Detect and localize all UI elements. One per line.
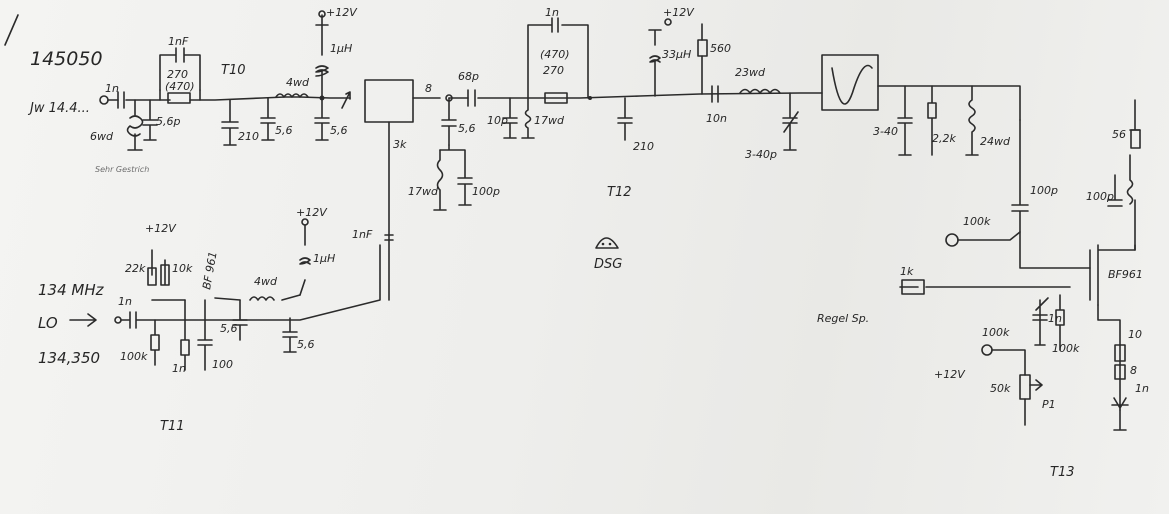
- r-100k-d-value: 100k: [1052, 342, 1080, 355]
- lo-arrow: [69, 313, 97, 327]
- r-100k-b-value: 100k: [120, 350, 148, 363]
- freq-top-label: 145050: [30, 48, 103, 70]
- regel-label: Regel Sp.: [817, 312, 869, 325]
- c-56-c-value: 5,6: [458, 122, 476, 135]
- c-56-e-value: 5,6: [297, 338, 315, 351]
- r-100k-c-value: 100k: [982, 326, 1010, 339]
- c-10-value: 10: [1128, 328, 1142, 341]
- c-3-40-b-value: 3-40: [873, 125, 898, 138]
- c-56-a-value: 5,6: [275, 124, 293, 137]
- r-1k-value: 1k: [900, 265, 914, 278]
- dsg-symbol: [595, 237, 619, 249]
- r-56-value: 56: [1112, 128, 1126, 141]
- choke-33uh-value: 33µH: [662, 48, 691, 61]
- c-210-b-value: 210: [633, 140, 654, 153]
- c-100p-b-value: 100p: [1030, 184, 1058, 197]
- r-270-b-value: 270: [543, 64, 564, 77]
- c-1nf-mid-value: 1nF: [352, 228, 373, 241]
- r-270-value: 270: [167, 68, 188, 81]
- component-values: 1n 1nF 270 (470) 6wd 5,6p 210 4wd 5,6 1µ…: [90, 6, 1149, 395]
- c-1n-c-value: 1n: [1135, 382, 1149, 395]
- c-3-40p-value: 3-40p: [745, 148, 777, 161]
- c-10n-value: 10n: [706, 112, 727, 125]
- l-bottom-left-value: 6wd: [90, 130, 114, 143]
- c-56-b-value: 5,6: [330, 124, 348, 137]
- plus12v-label-a: +12V: [326, 6, 358, 19]
- node-8-value: 8: [425, 82, 432, 95]
- dsg-label: DSG: [594, 257, 622, 272]
- wiring: [99, 10, 1141, 431]
- c-100p-c-value: 100p: [1086, 190, 1114, 203]
- t11-label: T11: [160, 419, 184, 434]
- c-10p-value: 10p: [487, 114, 508, 127]
- block-3k-value: 3k: [393, 138, 407, 151]
- c-1nf-top-value: 1nF: [168, 35, 189, 48]
- t12-label: T12: [607, 185, 631, 200]
- lo-freq1-label: 134 MHz: [38, 281, 105, 299]
- c-1n-top-value: 1n: [545, 6, 559, 19]
- bf961-label-b: BF961: [1108, 268, 1143, 281]
- l-23wd-value: 23wd: [735, 66, 766, 79]
- plus12v-label-d: +12V: [296, 206, 328, 219]
- c-100p-a-value: 100p: [472, 185, 500, 198]
- lo-freq2-label: 134,350: [38, 349, 100, 367]
- l-4wd-b-value: 4wd: [254, 275, 278, 288]
- l-17wd-value: 17wd: [408, 185, 439, 198]
- r-50k-value: 50k: [990, 382, 1011, 395]
- p1-label: P1: [1042, 398, 1056, 411]
- in-cap-value: 1n: [105, 82, 119, 95]
- l-24wd-value: 24wd: [980, 135, 1011, 148]
- r-560-value: 560: [710, 42, 731, 55]
- plus12v-label-e: +12V: [934, 368, 966, 381]
- c-68p-value: 68p: [458, 70, 479, 83]
- sw-note-label: Sehr Gestrich: [95, 165, 149, 174]
- c-1n-b-value: 1n: [1048, 312, 1062, 325]
- corner-mark: [4, 14, 19, 46]
- bf961-label-a: BF 961: [200, 250, 219, 290]
- r-470-b-value: (470): [540, 48, 570, 61]
- freq-note-label: Jw 14.4...: [27, 101, 90, 116]
- choke-1uh-b-value: 1µH: [313, 252, 335, 265]
- c-56-d-value: 5,6: [220, 322, 238, 335]
- r-100k-a-value: 100k: [963, 215, 991, 228]
- t13-label: T13: [1050, 465, 1074, 480]
- r-470-value: (470): [165, 80, 195, 93]
- t10-label: T10: [221, 63, 245, 78]
- r-1n-value: 1n: [172, 362, 186, 375]
- l-4wd-value: 4wd: [286, 76, 310, 89]
- plus12v-label-b: +12V: [663, 6, 695, 19]
- c-1n-lo-value: 1n: [118, 295, 132, 308]
- r-2-2k-value: 2,2k: [932, 132, 956, 145]
- c-210-value: 210: [238, 130, 259, 143]
- c-small-left-value: 5,6p: [156, 115, 180, 128]
- plus12v-label-c: +12V: [145, 222, 177, 235]
- l-17wd-b-value: 17wd: [534, 114, 565, 127]
- r-22k-value: 22k: [125, 262, 146, 275]
- r-100-value: 100: [212, 358, 233, 371]
- r-8-value: 8: [1130, 364, 1137, 377]
- r-10k-value: 10k: [172, 262, 193, 275]
- lo-label: LO: [38, 314, 58, 332]
- choke-1uh-a-value: 1µH: [330, 42, 352, 55]
